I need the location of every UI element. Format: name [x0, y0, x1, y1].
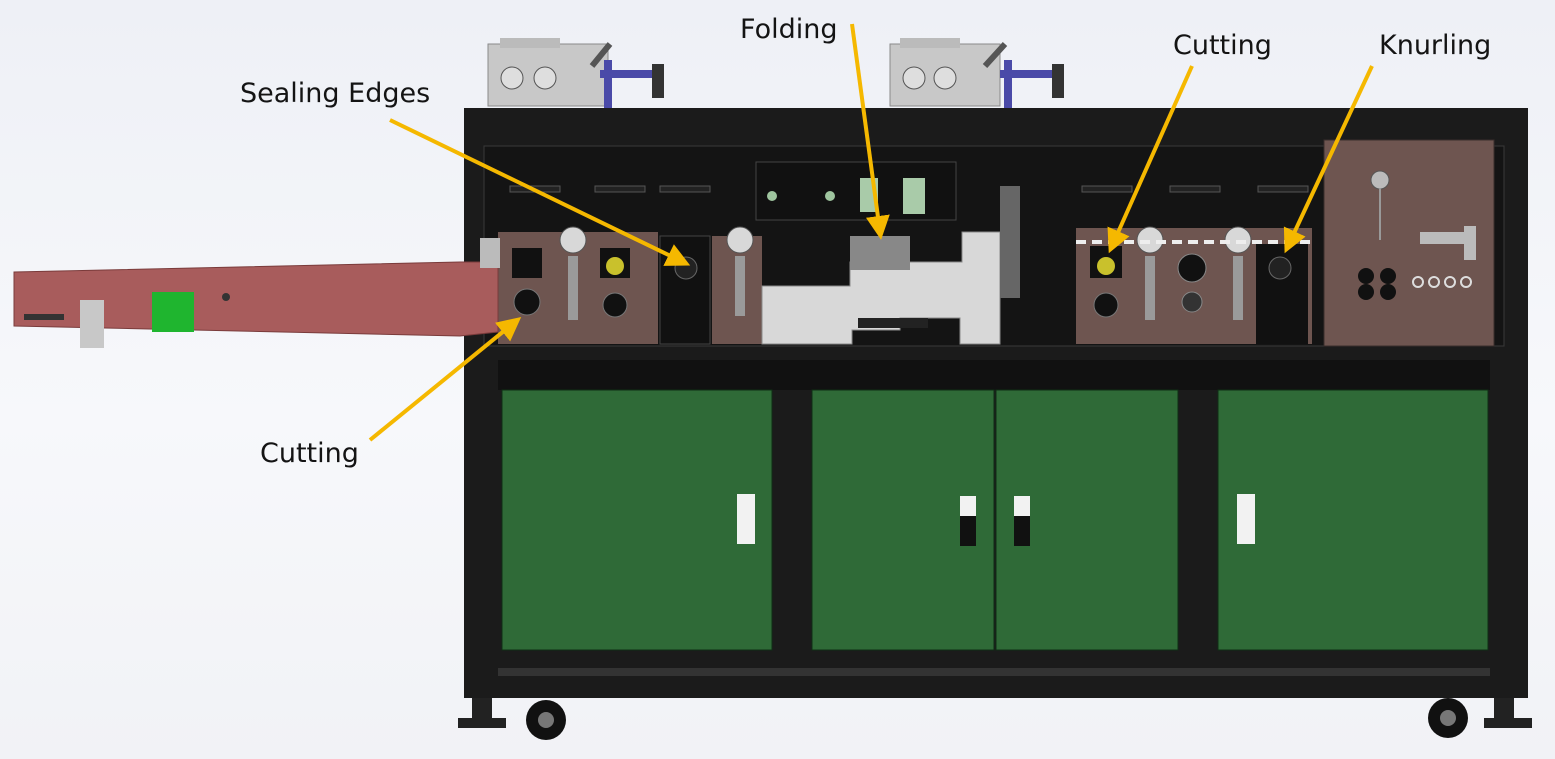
arrow-cutting-left [368, 316, 522, 442]
label-cutting-left: Cutting [260, 438, 359, 469]
arrow-folding [850, 23, 890, 240]
arrow-cutting-right [1107, 65, 1194, 254]
left-stations [498, 226, 762, 345]
arrow-sealing-edges [389, 118, 691, 266]
annotation-arrows [368, 23, 1374, 442]
control-panel [1323, 139, 1495, 347]
feet [458, 698, 1532, 740]
label-knurling: Knurling [1379, 30, 1492, 61]
label-sealing-edges: Sealing Edges [240, 78, 431, 109]
label-cutting-right: Cutting [1173, 30, 1272, 61]
label-folding: Folding [740, 14, 838, 45]
cabinet-doors [501, 389, 1489, 651]
feed-conveyor [13, 238, 500, 348]
folding-guide [761, 186, 1020, 345]
top-unit-right [889, 38, 1064, 108]
top-unit-left [487, 38, 664, 108]
arrow-knurling [1283, 65, 1374, 254]
